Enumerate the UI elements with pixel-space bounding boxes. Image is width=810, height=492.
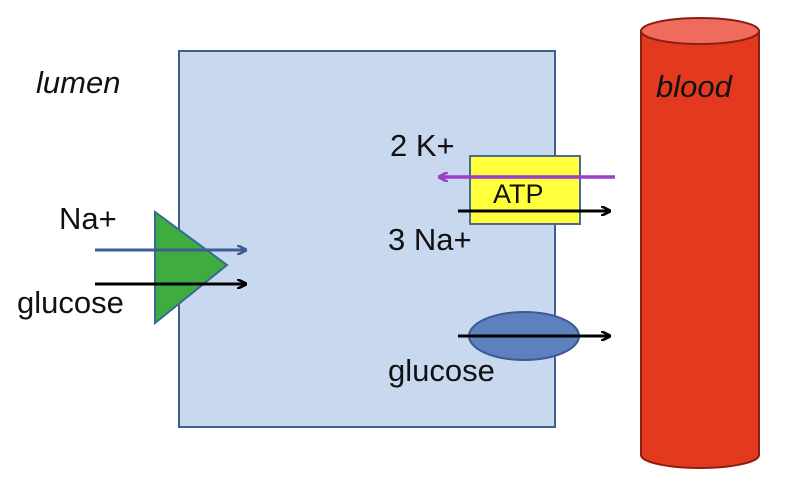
na-k-atpase-pump [469,155,581,225]
na-exit-label: 3 Na+ [388,222,472,257]
glucose-entry-label: glucose [17,285,124,320]
atp-label: ATP [493,179,544,209]
k-label: 2 K+ [390,128,455,163]
sglt-symporter [154,210,229,326]
epithelial-cell [178,50,556,428]
blood-vessel-body [640,30,760,469]
blood-vessel-top [640,17,760,45]
lumen-label: lumen [36,65,120,100]
blood-label: blood [656,69,734,104]
blood-vessel [640,17,760,469]
glucose-exit-label: glucose [388,353,495,388]
na-entry-label: Na+ [59,201,117,236]
